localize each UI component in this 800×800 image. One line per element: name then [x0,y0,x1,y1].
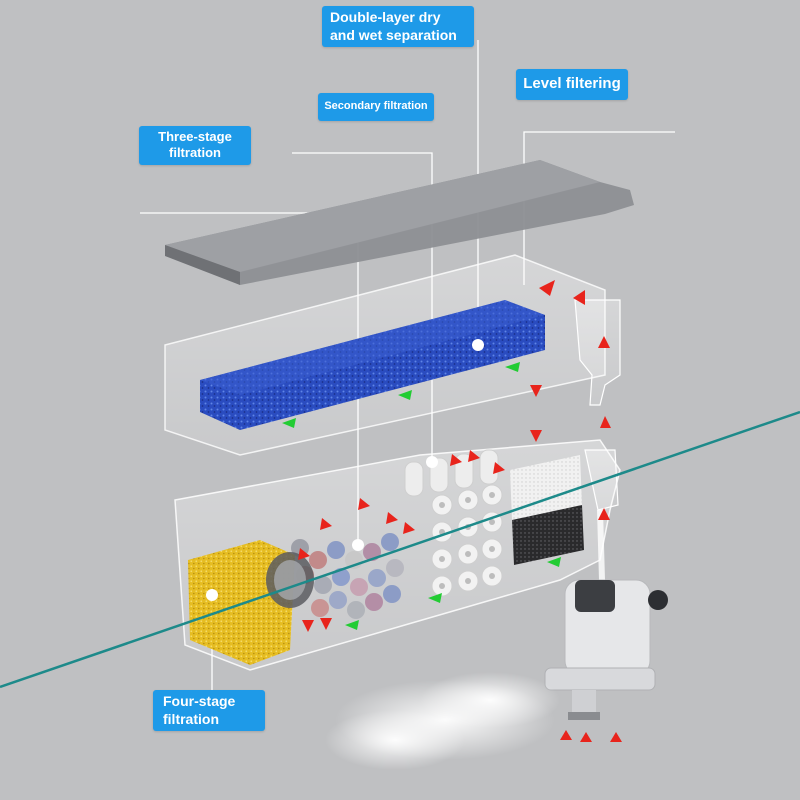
ring-media [404,449,503,597]
upper-tray [164,254,621,456]
top-lid [165,160,634,285]
flow-arrows-green [282,362,561,630]
callout-dot-four-stage [206,589,218,601]
label-four-stage-filtration: Four-stage filtration [153,690,265,731]
ceramic-balls [291,533,404,619]
label-three-stage-filtration: Three-stage filtration [139,126,251,165]
callout-dot-double-layer [472,339,484,351]
label-double-layer: Double-layer dry and wet separation [322,6,474,47]
sponge-chamber [510,455,584,565]
leader-line-level [523,131,675,285]
label-secondary-filtration: Secondary filtration [318,93,434,121]
label-level-filtering: Level filtering [516,69,628,100]
water-spray [325,672,560,770]
flow-arrows-red [298,280,622,742]
water-line [0,410,800,689]
lower-box [174,439,621,671]
water-pump [544,509,668,720]
